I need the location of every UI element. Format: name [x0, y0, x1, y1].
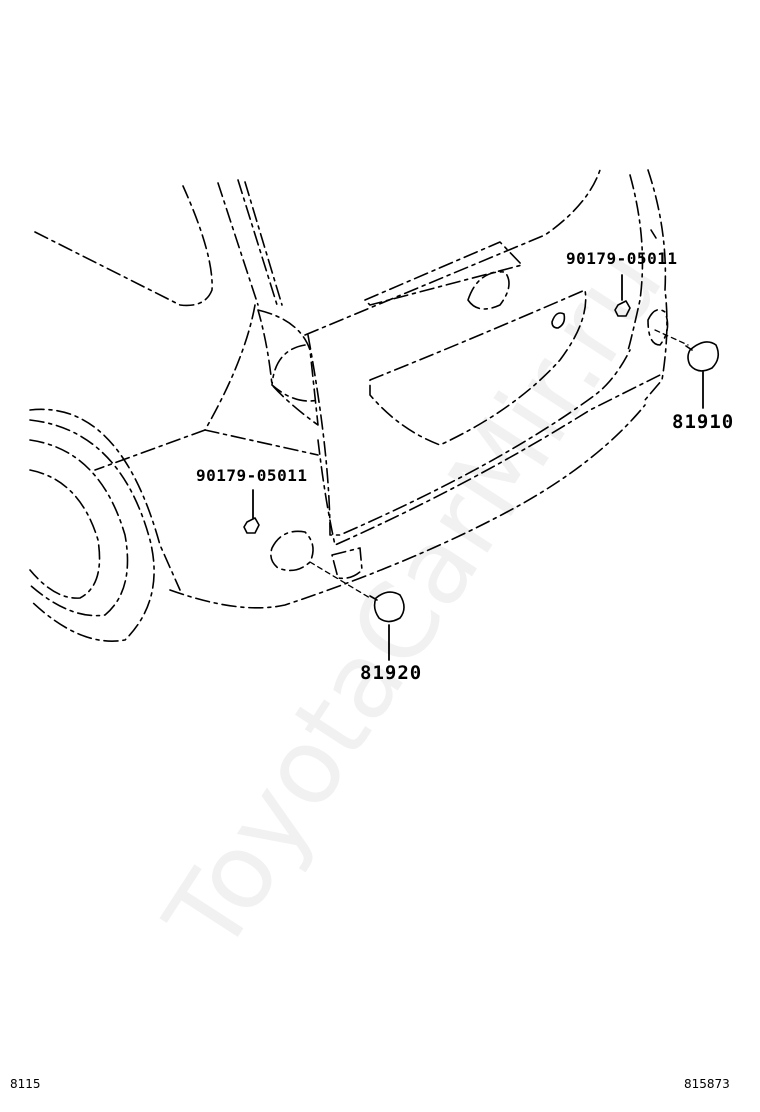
- left-nut-icon: [243, 517, 260, 534]
- part-number-nut-left[interactable]: 90179-05011: [196, 466, 308, 485]
- left-reflector-icon: [373, 591, 405, 623]
- license-lamp: [551, 312, 566, 329]
- license-plate-recess: [369, 289, 587, 446]
- rear-wheel-rim: [29, 469, 101, 599]
- left-tail-lamp: [257, 309, 319, 426]
- d-pillar-outer: [217, 182, 259, 306]
- right-reflector-stud: [685, 345, 693, 351]
- body-side-character: [29, 408, 181, 591]
- illustration-code-right: 815873: [684, 1077, 730, 1091]
- rear-spoiler: [364, 241, 523, 306]
- left-reflector-leader: [309, 561, 371, 599]
- right-reflector-hole: [647, 309, 669, 346]
- left-tail-lamp-lens: [271, 344, 319, 402]
- right-quarter-arc: [650, 229, 657, 239]
- right-nut-icon: [614, 300, 631, 317]
- rear-bumper-upper: [317, 374, 661, 546]
- rear-bumper-lower: [169, 404, 646, 609]
- body-side-lower: [204, 429, 319, 456]
- right-reflector-icon: [687, 341, 720, 372]
- part-number-reflector-left[interactable]: 81920: [360, 662, 423, 684]
- d-pillar-edge: [244, 181, 283, 306]
- rear-quarter-window: [34, 185, 213, 307]
- body-side-upper: [94, 304, 256, 471]
- tailgate-top-edge: [304, 169, 601, 336]
- right-reflector-leader: [654, 329, 689, 346]
- right-rear-pillar: [627, 174, 644, 351]
- bumper-step: [331, 547, 363, 580]
- part-number-nut-right[interactable]: 90179-05011: [566, 249, 678, 268]
- rear-wheel-arch: [29, 419, 155, 642]
- d-pillar-inner: [237, 179, 279, 309]
- left-reflector-hole: [270, 530, 314, 572]
- left-reflector-stud: [369, 595, 378, 601]
- tailgate-panel: [307, 334, 631, 536]
- high-mount-stop-lamp: [467, 271, 510, 310]
- rear-wheel-tire: [29, 439, 129, 617]
- part-number-reflector-right[interactable]: 81910: [672, 411, 735, 433]
- right-rear-pillar-outer: [644, 169, 668, 401]
- illustration-code-left: 8115: [10, 1077, 41, 1091]
